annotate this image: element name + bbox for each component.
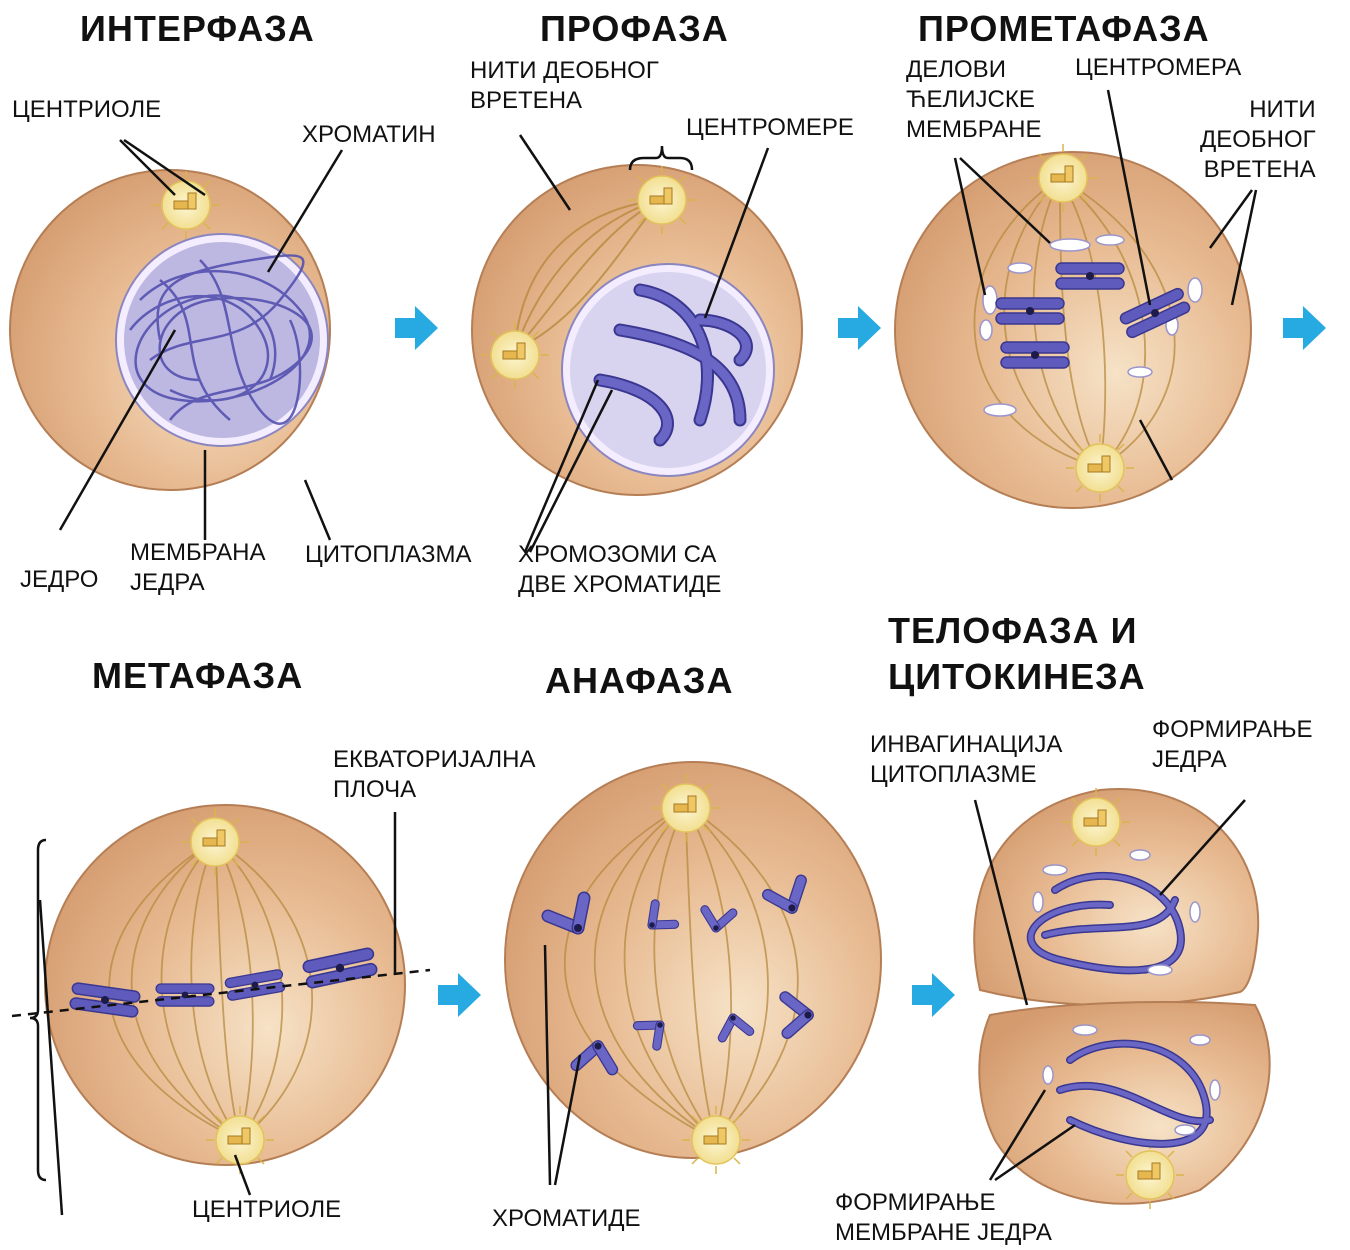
title-interphase: ИНТЕРФАЗА [80,8,315,50]
arrow-icon [438,973,481,1017]
interphase-cell [10,140,342,540]
label-centrioles: ЦЕНТРИОЛЕ [12,95,161,125]
telophase-cells [974,788,1269,1209]
title-anaphase: АНАФАЗА [545,660,733,702]
label-chromatids: ХРОМАТИДЕ [492,1204,640,1234]
arrow-icon [912,973,955,1017]
arrow-icon [1283,306,1326,350]
title-prophase: ПРОФАЗА [540,8,729,50]
metaphase-cell [12,805,430,1215]
label-centrioles-bottom: ЦЕНТРИОЛЕ [192,1195,341,1225]
label-centromeres: ЦЕНТРОМЕРЕ [686,113,854,143]
label-cytoplasm: ЦИТОПЛАЗМА [305,540,472,570]
arrow-icon [838,306,881,350]
label-chromatin: ХРОМАТИН [302,120,436,150]
title-telophase-line1: ТЕЛОФАЗА И [888,608,1146,654]
title-telophase: ТЕЛОФАЗА И ЦИТОКИНЕЗА [888,608,1146,700]
title-metaphase: МЕТАФАЗА [92,655,303,697]
prophase-cell [472,135,802,552]
label-centromere: ЦЕНТРОМЕРА [1075,53,1241,83]
arrow-icon [395,306,438,350]
label-nucleus: ЈЕДРО [20,565,98,595]
title-prometaphase: ПРОМЕТАФАЗА [918,8,1210,50]
anaphase-cell [505,762,881,1185]
title-telophase-line2: ЦИТОКИНЕЗА [888,654,1146,700]
